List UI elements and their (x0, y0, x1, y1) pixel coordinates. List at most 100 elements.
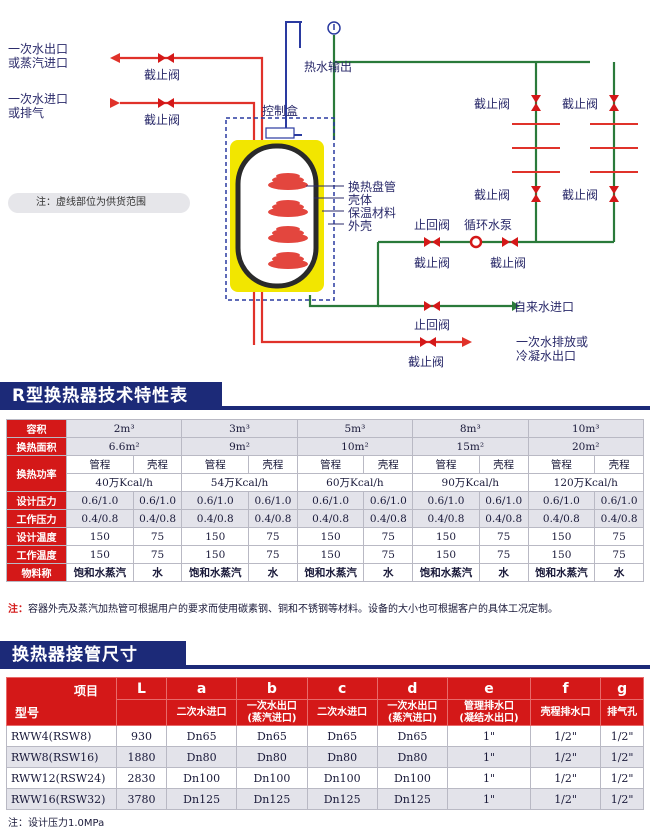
cell: 水 (248, 563, 298, 582)
volume-cell: 3m³ (181, 419, 298, 438)
label-control-box: 控制盒 (262, 104, 299, 118)
cell: Dn100 (236, 767, 308, 789)
cell: 75 (594, 545, 644, 564)
cell: 0.6/1.0 (363, 491, 414, 510)
area-cell: 15m² (412, 437, 529, 456)
col-letter: d (376, 677, 449, 700)
cell: 930 (116, 725, 167, 747)
model-cell: RWW16(RSW32) (6, 788, 117, 810)
col-sub: 一次水出口 (蒸汽进口) (236, 699, 308, 726)
table-row: RWW4(RSW8) 930 Dn65 Dn65 Dn65 Dn65 1" 1/… (6, 725, 644, 747)
pipe-table: 项目 型号 L a b c d e f g 二次水进口 一次水出口 (蒸汽进口)… (6, 677, 644, 810)
cell: Dn125 (165, 788, 238, 810)
cell: 150 (296, 527, 365, 546)
header-letters: 项目 型号 L a b c d e f g (6, 677, 644, 726)
col-sub: 二次水进口 (165, 699, 238, 726)
cell: 0.6/1.0 (248, 491, 298, 510)
cell: 0.4/0.8 (363, 509, 414, 528)
cell: 75 (132, 527, 183, 546)
table-row: RWW12(RSW24) 2830 Dn100 Dn100 Dn100 Dn10… (6, 767, 644, 789)
cell: 150 (296, 545, 365, 564)
cell: 0.4/0.8 (527, 509, 596, 528)
tube-label: 管程 (296, 455, 365, 474)
cell: 0.6/1.0 (181, 491, 250, 510)
cell: 1/2" (529, 767, 602, 789)
volume-cell: 8m³ (412, 419, 529, 438)
cell: 1" (447, 746, 531, 768)
item-model-header: 项目 型号 (6, 677, 117, 726)
row-label: 物料称 (6, 563, 67, 582)
power-cell: 120万Kcal/h (527, 473, 644, 492)
col-sub: 一次水出口 (蒸汽进口) (376, 699, 449, 726)
label-tap-inlet: 自来水进口 (514, 300, 575, 314)
supply-scope-note: 注：虚线部位为供货范围 (8, 193, 190, 213)
cell: 饱和水蒸汽 (66, 563, 134, 582)
col-letter: e (447, 677, 531, 700)
model-cell: RWW12(RSW24) (6, 767, 117, 789)
cell: Dn125 (306, 788, 378, 810)
cell: 0.6/1.0 (478, 491, 529, 510)
volume-cell: 2m³ (65, 419, 183, 438)
cell: 75 (478, 527, 529, 546)
cell: Dn125 (236, 788, 308, 810)
cell: 1/2" (529, 788, 602, 810)
cell: 0.6/1.0 (412, 491, 480, 510)
model-cell: RWW4(RSW8) (6, 725, 117, 747)
cell: 饱和水蒸汽 (181, 563, 250, 582)
shell-label: 壳程 (363, 455, 414, 474)
cell: 0.4/0.8 (412, 509, 480, 528)
spec-title: R型换热器技术特性表 (0, 382, 222, 410)
label-valve-r2a: 截止阀 (474, 188, 511, 202)
spec-title-rule (222, 406, 650, 410)
col-letter: a (165, 677, 238, 700)
cell: 1/2" (600, 767, 644, 789)
cell: Dn80 (236, 746, 308, 768)
label-outer-shell: 外壳 (348, 219, 373, 233)
power-cell: 90万Kcal/h (412, 473, 529, 492)
spec-note: 注：容器外壳及蒸汽加热管可根据用户的要求而使用碳素钢、铜和不锈钢等材料。设备的大… (8, 600, 558, 615)
col-letter: c (306, 677, 378, 700)
cell: 75 (363, 545, 414, 564)
cell: 2830 (116, 767, 167, 789)
label-shell: 壳体 (348, 193, 373, 207)
cell: Dn80 (306, 746, 378, 768)
tube-label: 管程 (181, 455, 250, 474)
label-valve-pump-b: 截止阀 (490, 256, 527, 270)
cell: 0.4/0.8 (66, 509, 134, 528)
label-insulation: 保温材料 (348, 206, 397, 220)
row-label: 设计压力 (6, 491, 67, 510)
cell: 0.6/1.0 (296, 491, 365, 510)
area-cell: 20m² (527, 437, 644, 456)
power-cell: 54万Kcal/h (181, 473, 298, 492)
cell: 1" (447, 767, 531, 789)
col-sub: 管理排水口 (凝结水出口) (447, 699, 531, 726)
pipe-title: 换热器接管尺寸 (0, 641, 186, 669)
cell: 150 (527, 527, 596, 546)
cell: 饱和水蒸汽 (296, 563, 365, 582)
label-check-valve-2: 止回阀 (414, 318, 451, 332)
power-cell: 60万Kcal/h (296, 473, 414, 492)
cell: Dn100 (165, 767, 238, 789)
cell: 0.4/0.8 (478, 509, 529, 528)
tube-label: 管程 (412, 455, 480, 474)
cell: 水 (478, 563, 529, 582)
cell: Dn125 (376, 788, 449, 810)
shell-label: 壳程 (478, 455, 529, 474)
cell: 150 (527, 545, 596, 564)
volume-cell: 5m³ (296, 419, 414, 438)
cell: 水 (132, 563, 183, 582)
cell: Dn100 (306, 767, 378, 789)
label-valve-r1b: 截止阀 (562, 97, 599, 111)
label-hot-water-out: 热水输出 (304, 60, 353, 74)
cell: 150 (66, 545, 134, 564)
cell: 1/2" (600, 746, 644, 768)
row-label: 容积 (6, 419, 67, 438)
piping-schematic (110, 21, 638, 347)
cell: 1880 (116, 746, 167, 768)
spec-section-header: R型换热器技术特性表 (0, 382, 650, 410)
cell: 75 (248, 527, 298, 546)
label-valve-1: 截止阀 (144, 68, 181, 82)
label-valve-pump-a: 截止阀 (414, 256, 451, 270)
table-row: RWW16(RSW32) 3780 Dn125 Dn125 Dn125 Dn12… (6, 788, 644, 810)
